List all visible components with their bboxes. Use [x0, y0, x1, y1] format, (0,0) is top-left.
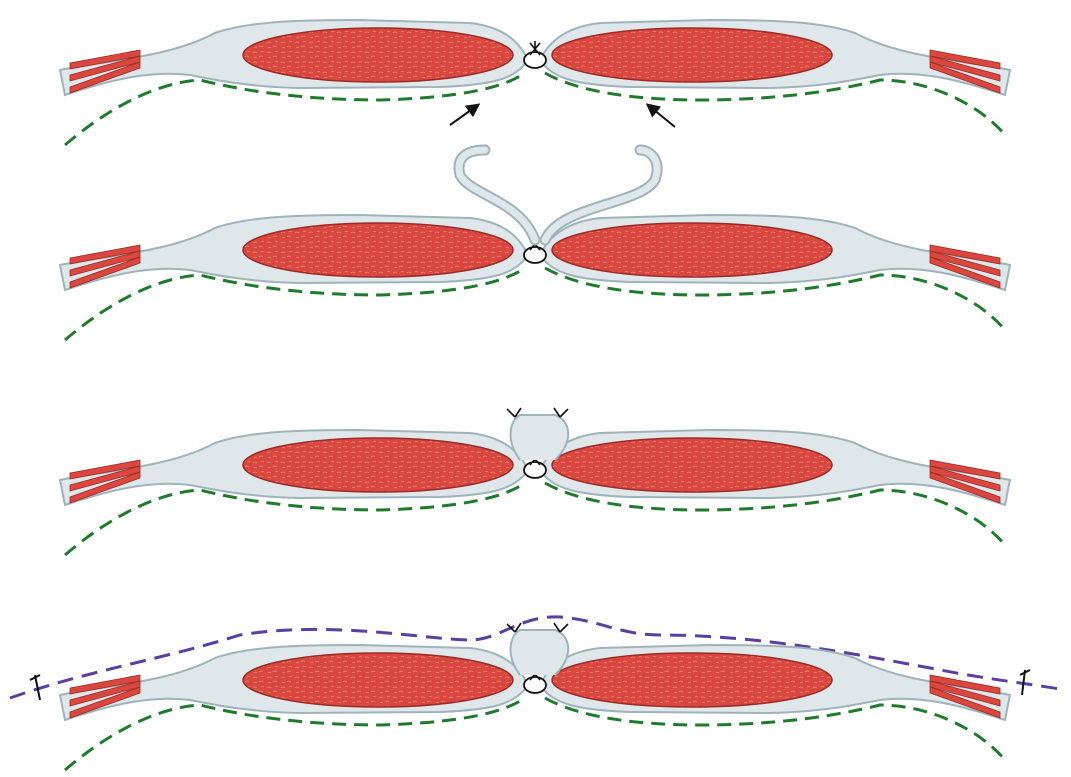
panel-4	[9, 615, 1066, 772]
panel-2	[58, 103, 1012, 342]
right-oblique-muscle	[929, 471, 1001, 504]
imbricated-flaps	[509, 629, 570, 676]
left-oblique-muscle	[69, 61, 141, 94]
flap-sutures	[506, 407, 569, 418]
midline-suture-loop	[523, 461, 547, 479]
left-rectus-muscle	[242, 27, 514, 83]
left-lateral-suture	[29, 674, 41, 701]
panel-1	[58, 18, 1012, 147]
right-peritoneum-line	[544, 481, 1007, 546]
left-fascial-flap-inner	[455, 146, 539, 244]
right-oblique-muscle	[929, 256, 1001, 289]
left-oblique-muscle	[69, 471, 141, 504]
right-oblique-muscle	[929, 61, 1001, 94]
midline-suture-loop	[523, 51, 547, 69]
right-rectus-muscle	[551, 437, 833, 493]
imbricated-flaps	[509, 414, 570, 461]
left-rectus-muscle	[242, 222, 514, 278]
left-peritoneum-line	[64, 696, 526, 772]
right-peritoneum-line	[544, 71, 1007, 136]
left-peritoneum-line	[64, 481, 526, 557]
right-fascial-flap-inner	[541, 146, 661, 244]
left-oblique-muscle	[69, 256, 141, 289]
right-rectus-muscle	[551, 652, 833, 708]
right-oblique-muscle	[929, 686, 1001, 719]
midline-suture-loop	[523, 676, 547, 694]
flap-sutures	[506, 622, 569, 633]
right-arrow-icon	[645, 103, 676, 128]
skin-incision-line	[9, 615, 1066, 700]
left-arrow-icon	[449, 103, 481, 126]
right-rectus-muscle	[551, 222, 833, 278]
midline-suture-loop	[523, 246, 547, 264]
midline-suture-knot	[529, 41, 541, 56]
left-rectus-muscle	[242, 652, 514, 708]
right-peritoneum-line	[544, 696, 1007, 761]
right-rectus-muscle	[551, 27, 833, 83]
panel-3	[58, 407, 1012, 557]
left-peritoneum-line	[64, 266, 526, 342]
right-peritoneum-line	[544, 266, 1007, 331]
left-rectus-muscle	[242, 437, 514, 493]
left-peritoneum-line	[64, 71, 526, 147]
left-oblique-muscle	[69, 686, 141, 719]
right-lateral-suture	[1019, 669, 1031, 696]
